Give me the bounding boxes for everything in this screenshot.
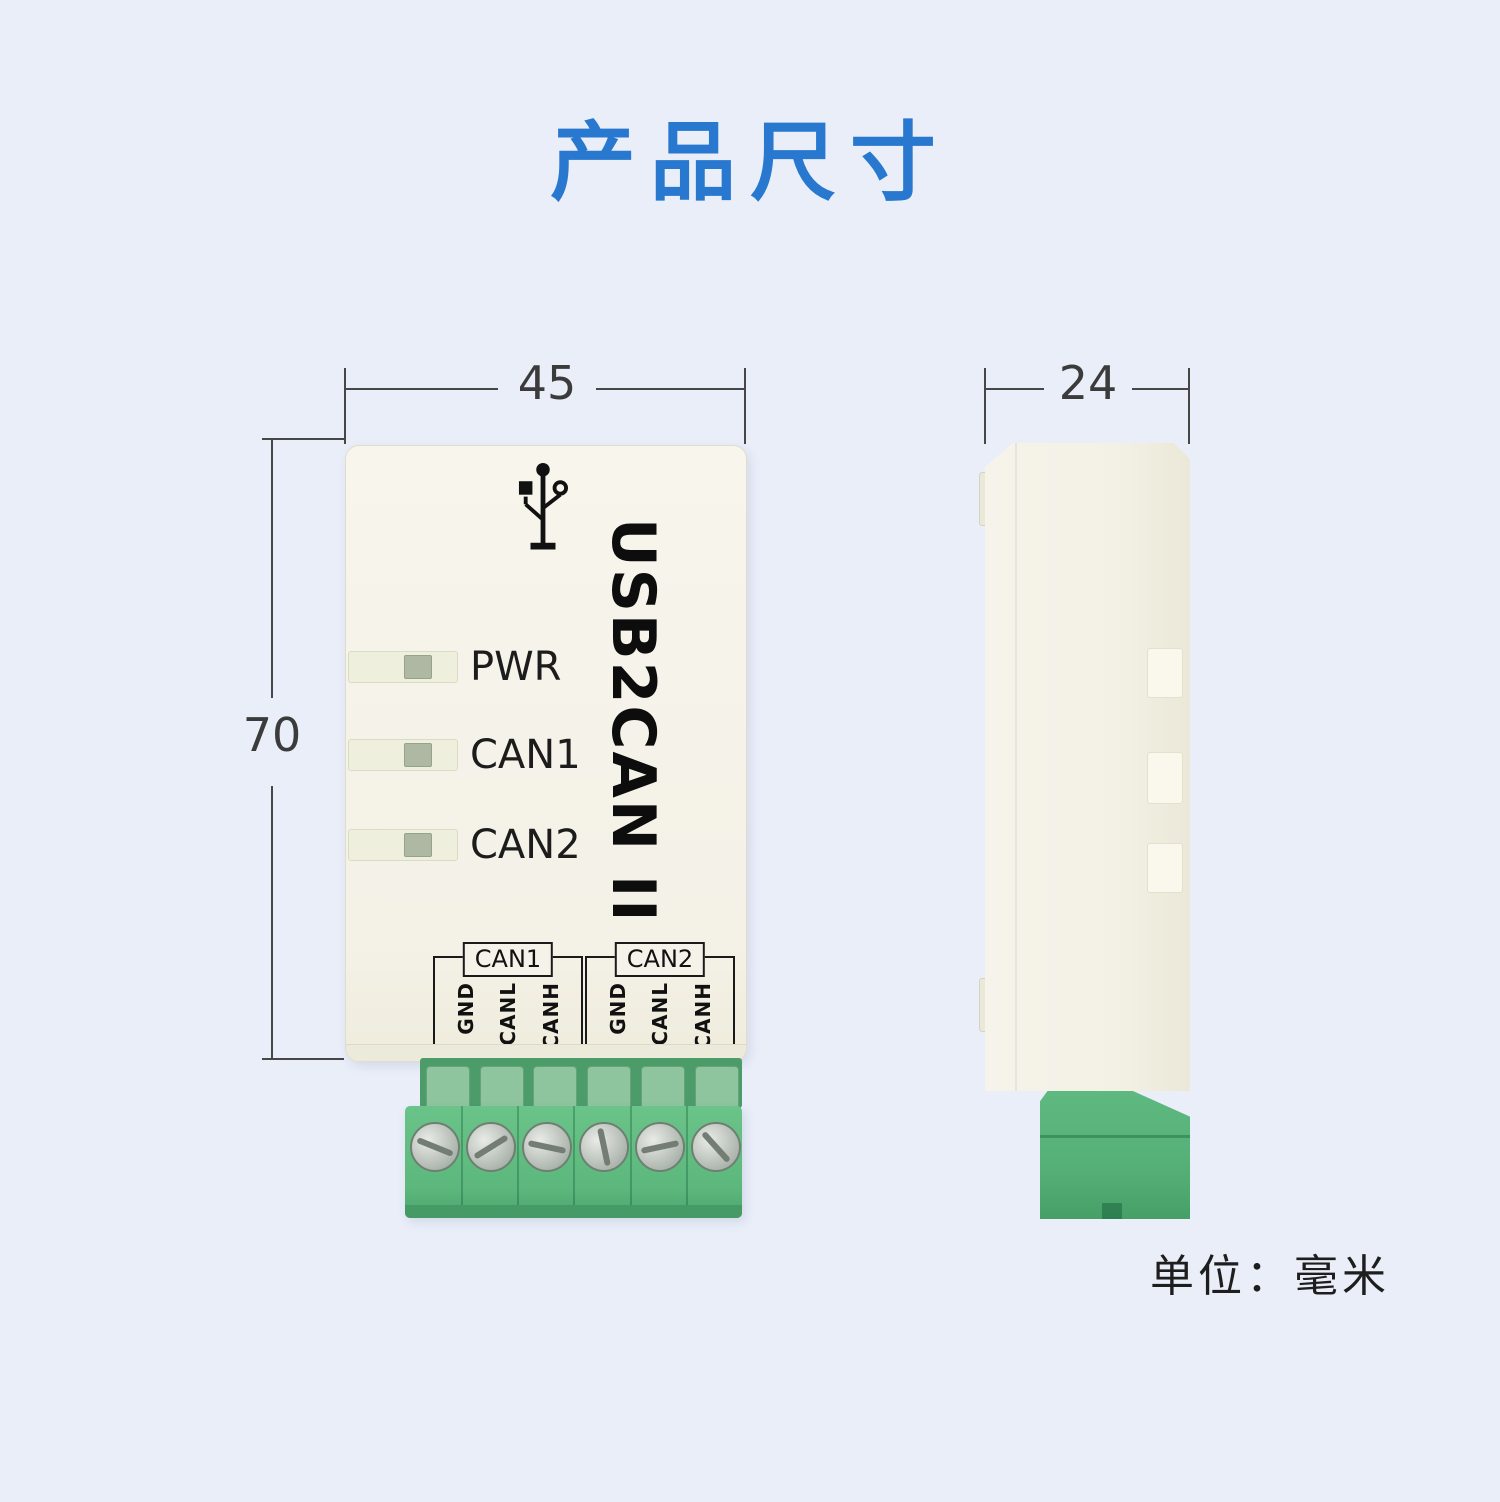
terminal-divider xyxy=(630,1106,632,1218)
port-can2: CAN2 GND CANL CANH xyxy=(585,942,735,1050)
dimension-line xyxy=(271,786,273,1058)
terminal-groove xyxy=(1040,1135,1190,1138)
terminal-screw xyxy=(579,1122,629,1172)
device-front-view: USB2CAN II PWR CAN1 CAN2 CAN1 GND CANL C… xyxy=(345,445,747,1062)
led-label: PWR xyxy=(470,644,562,690)
pin-labels: GND CANL CANH xyxy=(435,982,581,1050)
pin-label: GND xyxy=(453,982,478,1035)
led-row-can2: CAN2 xyxy=(348,822,581,868)
case-seam xyxy=(346,1044,746,1061)
dimension-line xyxy=(346,388,498,390)
terminal-screw xyxy=(691,1122,741,1172)
terminal-screw xyxy=(466,1122,516,1172)
pin-label: CANH xyxy=(690,982,715,1050)
led-light-pipe xyxy=(1147,648,1183,698)
screw-slot xyxy=(416,1137,454,1157)
terminal-screw xyxy=(410,1122,460,1172)
front-width-value: 45 xyxy=(517,356,577,410)
terminal-screw xyxy=(522,1122,572,1172)
model-label: USB2CAN II xyxy=(598,518,668,924)
pin-label: CANL xyxy=(648,982,672,1046)
led-indicator xyxy=(404,833,432,857)
port-can1: CAN1 GND CANL CANH xyxy=(433,942,583,1050)
usb-icon xyxy=(518,462,569,550)
dimension-tick xyxy=(1188,368,1190,444)
terminal-block xyxy=(405,1106,742,1218)
screw-slot xyxy=(640,1140,680,1154)
terminal-divider xyxy=(461,1106,463,1218)
terminal-notch xyxy=(1102,1203,1122,1219)
dimension-tick xyxy=(744,368,746,444)
led-indicator xyxy=(404,655,432,679)
side-depth-value: 24 xyxy=(1058,356,1118,410)
plug-tab xyxy=(480,1066,524,1108)
pin-label: CANL xyxy=(496,982,520,1046)
dimension-line xyxy=(986,388,1044,390)
led-light-pipe xyxy=(1147,843,1183,893)
dimension-tick xyxy=(262,1058,344,1060)
plug-tab xyxy=(641,1066,685,1108)
screw-slot xyxy=(473,1134,509,1160)
dimension-line xyxy=(596,388,744,390)
led-row-pwr: PWR xyxy=(348,644,561,690)
dimension-tick xyxy=(344,368,346,444)
page-title: 产品尺寸 xyxy=(550,113,950,213)
led-window xyxy=(348,739,458,771)
led-label: CAN1 xyxy=(470,732,581,778)
pin-label: CANH xyxy=(538,982,563,1050)
screw-slot xyxy=(527,1140,567,1154)
port-name-label: CAN1 xyxy=(462,942,554,977)
led-indicator xyxy=(404,743,432,767)
terminal-divider xyxy=(686,1106,688,1218)
pin-labels: GND CANL CANH xyxy=(587,982,733,1050)
terminal-screw xyxy=(635,1122,685,1172)
screw-slot xyxy=(597,1127,611,1167)
pin-label: GND xyxy=(605,982,630,1035)
plug-tab xyxy=(426,1066,470,1108)
dimension-tick xyxy=(984,368,986,444)
device-side-view xyxy=(985,443,1190,1091)
terminal-divider xyxy=(573,1106,575,1218)
led-window xyxy=(348,651,458,683)
dimension-tick xyxy=(262,438,344,440)
terminal-block-base xyxy=(405,1205,742,1218)
unit-note: 单位：毫米 xyxy=(1150,1251,1390,1302)
case-seam xyxy=(1015,443,1017,1091)
led-label: CAN2 xyxy=(470,822,581,868)
plug-tab xyxy=(587,1066,631,1108)
dimension-line xyxy=(1132,388,1188,390)
dimension-line xyxy=(271,440,273,698)
led-light-pipe xyxy=(1147,752,1183,804)
led-row-can1: CAN1 xyxy=(348,732,581,778)
plug-tab xyxy=(695,1066,739,1108)
terminal-plug-row xyxy=(420,1058,742,1108)
port-name-label: CAN2 xyxy=(614,942,706,977)
front-height-value: 70 xyxy=(242,708,302,762)
screw-slot xyxy=(701,1130,731,1164)
led-window xyxy=(348,829,458,861)
plug-tab xyxy=(533,1066,577,1108)
terminal-divider xyxy=(517,1106,519,1218)
side-terminal-block xyxy=(1040,1091,1190,1219)
